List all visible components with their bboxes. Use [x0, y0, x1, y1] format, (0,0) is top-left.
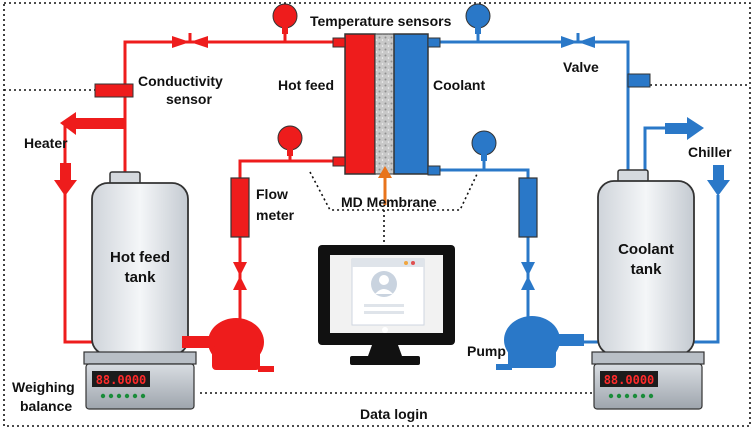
balance-display-right: 88.0000: [604, 373, 655, 387]
coolant-tank-label-1: Coolant: [618, 241, 674, 258]
chiller-arrow-icon: [665, 117, 730, 196]
weighing-balance-label-2: balance: [20, 398, 72, 414]
heater-label: Heater: [24, 135, 68, 151]
coolant-tank-label-2: tank: [631, 261, 663, 278]
computer-monitor-icon: [318, 245, 455, 365]
md-membrane-label: MD Membrane: [341, 194, 437, 210]
cold-flow-meter-icon: [518, 177, 538, 238]
weighing-balance-label: Weighing: [12, 379, 75, 395]
heater-arrow-icon: [54, 112, 126, 196]
data-frame: [3, 2, 751, 427]
membrane-arrow: [378, 166, 392, 205]
md-module: [332, 33, 441, 176]
hot-feed-tank-label-1: Hot feed: [110, 249, 170, 266]
balance-display-left: 88.0000: [96, 373, 147, 387]
flow-meter-label-2: meter: [256, 207, 295, 223]
conductivity-sensor-label-2: sensor: [166, 91, 212, 107]
flow-meter-label: Flow: [256, 186, 288, 202]
conductivity-sensor-icon: [94, 83, 134, 98]
valve-icon: [172, 33, 595, 290]
weighing-balance-left: 88.0000: [83, 351, 197, 410]
flow-meter-icon: [230, 177, 250, 238]
hot-feed-tank: Hot feed tank: [91, 171, 189, 356]
pump-icon: [182, 316, 584, 372]
valve-label: Valve: [563, 59, 599, 75]
cold-sensor-icon: [627, 73, 651, 88]
data-login-label: Data login: [360, 406, 428, 422]
conductivity-sensor-label: Conductivity: [138, 73, 223, 89]
pump-label: Pump: [467, 343, 506, 359]
temperature-sensors-label: Temperature sensors: [310, 13, 452, 29]
chiller-label: Chiller: [688, 144, 732, 160]
coolant-tank: Coolant tank: [597, 169, 695, 356]
coolant-label: Coolant: [433, 77, 485, 93]
temperature-sensor-icon: [272, 3, 497, 161]
hot-feed-label: Hot feed: [278, 77, 334, 93]
hot-feed-tank-label-2: tank: [125, 269, 157, 286]
weighing-balance-right: 88.0000: [591, 351, 705, 410]
